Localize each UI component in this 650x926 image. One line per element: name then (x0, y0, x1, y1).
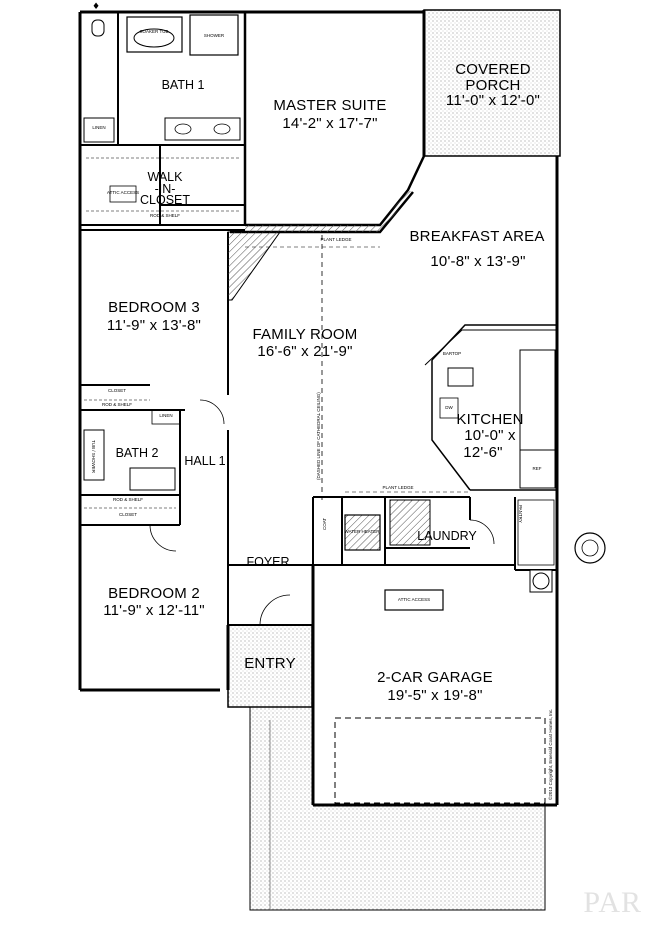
soaker-tub-basin (133, 28, 175, 48)
outdoor-ac-unit (574, 532, 606, 564)
garage-door-outline (334, 717, 546, 804)
garage-name: 2-CAR GARAGE (377, 669, 493, 686)
outdoor-ac-inner (581, 539, 599, 557)
entry-slab (227, 624, 313, 708)
watermark: PAR (583, 886, 642, 919)
toilet-bath1 (91, 19, 105, 37)
refrigerator (519, 449, 556, 489)
bedroom3-closet-label: CLOSET (107, 388, 127, 393)
bedroom2-size: 11'-9" x 12'-11" (103, 602, 205, 619)
foyer-name: FOYER (246, 555, 290, 569)
shower-label: SHOWER (203, 33, 225, 38)
family-room-size: 16'-6" x 21'-9" (257, 343, 353, 360)
kitchen-name: KITCHEN (456, 411, 524, 428)
walk-in-closet-1: WALK (147, 170, 183, 184)
cathedral-ceiling-label: (DASHED LINE OF CATHEDRAL CEILING) (316, 392, 321, 480)
garage-attic-access-label: ATTIC ACCESS (397, 597, 431, 602)
bedroom2-name: BEDROOM 2 (108, 585, 200, 602)
coat-label: COAT (322, 517, 327, 530)
sink-left (174, 123, 192, 135)
dishwasher (439, 397, 459, 419)
exterior-walls (78, 10, 559, 807)
bath1-walls (80, 12, 245, 231)
sink-right (213, 123, 231, 135)
kitchen-sink (447, 367, 474, 387)
bartop-label: BARTOP (442, 351, 462, 356)
garage-size: 19'-5" x 19'-8" (387, 687, 483, 704)
laundry-name: LAUNDRY (417, 529, 477, 543)
master-suite-name: MASTER SUITE (273, 97, 387, 114)
attic-access-label: ATTIC ACCESS (106, 190, 140, 195)
linen-label-hall: LINEN (159, 413, 173, 418)
water-heater-label: WATER HEATER (344, 529, 380, 534)
front-walkway (249, 706, 546, 911)
tub-shower-label: TUB / SHOWER (91, 440, 96, 474)
walk-in-closet-3: CLOSET (139, 193, 191, 207)
covered-porch-size: 11'-0" x 12'-0" (445, 92, 541, 109)
bedroom3-size: 11'-9" x 13'-8" (106, 317, 202, 334)
hall-door-swing (199, 399, 225, 425)
family-room-name: FAMILY ROOM (252, 326, 358, 343)
linen-closet-hall (151, 409, 181, 425)
covered-porch-name-2: PORCH (465, 77, 521, 94)
tub-shower-bath2 (83, 429, 105, 481)
rod-shelf-label-b3: ROD & SHELF (101, 402, 133, 407)
covered-porch-slab (423, 9, 561, 157)
soaker-tub-label: SOAKER TUB (139, 29, 169, 34)
pantry-label: PANTRY (518, 505, 523, 523)
kitchen-counter-east (519, 349, 556, 451)
master-wall-hatch (245, 190, 413, 232)
breakfast-area-name: BREAKFAST AREA (409, 228, 545, 245)
ref-label: REF (532, 466, 542, 471)
covered-porch-name-1: COVERED (455, 61, 531, 78)
rod-shelf-label-b2: ROD & SHELF (112, 497, 144, 502)
bath2-name: BATH 2 (115, 446, 159, 460)
foyer-door-swing (259, 594, 291, 626)
walk-in-closet-2: -IN- (154, 182, 176, 196)
bartop (424, 329, 557, 366)
plant-ledge-label-top: PLANT LEDGE (320, 237, 352, 242)
vanity-bath2 (129, 467, 176, 491)
water-heater-box (344, 514, 381, 551)
linen-label: LINEN (92, 125, 106, 130)
hall1-name: HALL 1 (184, 454, 226, 468)
copyright-label: ©2013 Copyright, Emerald Coast Homes, In… (548, 708, 553, 800)
garage-water-heater-circle (532, 572, 550, 590)
rod-shelf-label-wic: ROD & SHELF (149, 213, 181, 218)
linen-closet-bath1 (83, 117, 115, 143)
shower-stall (189, 14, 239, 56)
laundry-hatch (389, 499, 431, 546)
plant-ledge-label-kitchen: PLANT LEDGE (382, 485, 414, 490)
garage-attic-access (384, 589, 444, 611)
entry-name: ENTRY (244, 655, 296, 672)
pantry-shelves (517, 499, 555, 566)
dw-label: DW (445, 405, 453, 410)
kitchen-size-2: 12'-6" (463, 444, 503, 461)
breakfast-area-size: 10'-8" x 13'-9" (430, 253, 526, 270)
laundry-door-swing (469, 519, 495, 545)
bedroom2-closet-label: CLOSET (118, 512, 138, 517)
compass-mark: ♦ (92, 2, 100, 12)
master-suite-size: 14'-2" x 17'-7" (282, 115, 378, 132)
vanity-bath1 (164, 117, 241, 141)
attic-access-box (109, 185, 137, 203)
bedroom3-name: BEDROOM 3 (108, 299, 200, 316)
bedroom2-door-swing (149, 524, 177, 552)
angled-corner-hatch (227, 231, 281, 301)
kitchen-size-1: 10'-0" x (464, 427, 516, 444)
bath1-name: BATH 1 (161, 78, 205, 92)
